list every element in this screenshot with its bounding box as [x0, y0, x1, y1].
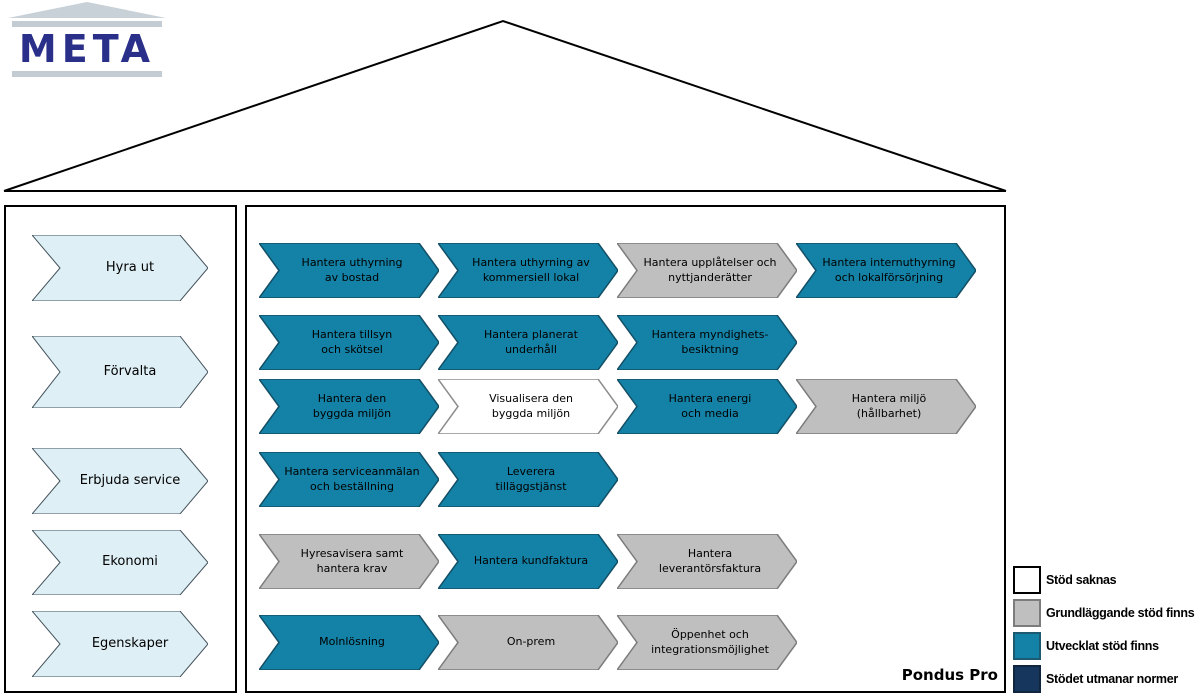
logo-text: META — [18, 27, 156, 71]
capability-chevron: Hantera internuthyrning och lokalförsörj… — [796, 243, 976, 298]
chevron-shape — [438, 615, 618, 670]
category-label: Förvalta — [103, 363, 157, 379]
capability-label: Leverera tilläggstjänst — [495, 465, 567, 493]
capability-label: Hantera planerat underhåll — [484, 328, 578, 356]
category-label: Egenskaper — [91, 635, 169, 651]
chevron-shape — [438, 534, 618, 589]
capability-chevron: Hantera myndighets- besiktning — [617, 315, 797, 370]
capability-label: Hyresavisera samt hantera krav — [300, 547, 404, 575]
capability-label: Hantera uthyrning av kommersiell lokal — [472, 256, 590, 284]
capability-chevron: Visualisera den byggda miljön — [438, 379, 618, 434]
capability-chevron: Hantera leverantörsfaktura — [617, 534, 797, 589]
capability-label: Hantera internuthyrning och lokalförsörj… — [822, 256, 956, 284]
legend-swatch-developed — [1013, 632, 1041, 660]
capability-chevron: Hantera uthyrning av kommersiell lokal — [438, 243, 618, 298]
category-chevron-forvalta: Förvalta — [32, 336, 208, 408]
chevron-shape — [617, 615, 797, 670]
chevron-shape — [259, 243, 439, 298]
legend-swatch-basic — [1013, 599, 1041, 627]
chevron-shape — [617, 315, 797, 370]
chevron-shape — [259, 615, 439, 670]
capability-chevron: Leverera tilläggstjänst — [438, 452, 618, 507]
capability-chevron: On-prem — [438, 615, 618, 670]
capability-label: On-prem — [506, 635, 556, 649]
chevron-shape — [796, 243, 976, 298]
chevron-shape — [617, 243, 797, 298]
capability-label: Hantera miljö (hållbarhet) — [851, 392, 927, 420]
chevron-shape — [32, 336, 208, 408]
chevron-shape — [259, 315, 439, 370]
chevron-shape — [617, 534, 797, 589]
chevron-shape — [796, 379, 976, 434]
category-label: Hyra ut — [105, 259, 155, 275]
capability-label: Hantera leverantörsfaktura — [658, 547, 762, 575]
logo-bar — [12, 71, 162, 77]
legend-label: Utvecklat stöd finns — [1046, 639, 1159, 653]
legend-label: Stödet utmanar normer — [1046, 672, 1178, 686]
category-chevron-erbjuda-service: Erbjuda service — [32, 448, 208, 514]
capability-label: Molnlösning — [319, 635, 385, 649]
capability-chevron: Hyresavisera samt hantera krav — [259, 534, 439, 589]
legend-label: Grundläggande stöd finns — [1046, 606, 1195, 620]
product-label: Pondus Pro — [901, 666, 998, 684]
meta-logo: META — [8, 2, 166, 80]
capability-chevron: Öppenhet och integrationsmöjlighet — [617, 615, 797, 670]
capability-chevron: Molnlösning — [259, 615, 439, 670]
logo-roof-icon — [8, 2, 166, 18]
category-label: Ekonomi — [102, 554, 158, 570]
category-chevron-egenskaper: Egenskaper — [32, 611, 208, 677]
chevron-shape — [259, 534, 439, 589]
chevron-shape — [32, 611, 208, 677]
capability-chevron: Hantera planerat underhåll — [438, 315, 618, 370]
capability-chevron: Hantera uthyrning av bostad — [259, 243, 439, 298]
chevron-shape — [32, 530, 208, 595]
capability-label: Öppenhet och integrationsmöjlighet — [651, 628, 769, 656]
chevron-shape — [617, 379, 797, 434]
chevron-shape — [438, 379, 618, 434]
chevron-shape — [438, 243, 618, 298]
capability-label: Hantera kundfaktura — [473, 554, 589, 568]
capability-label: Hantera upplåtelser och nyttjanderätter — [643, 256, 777, 284]
capability-chevron: Hantera miljö (hållbarhet) — [796, 379, 976, 434]
legend-swatch-challenging — [1013, 665, 1041, 693]
chevron-shape — [438, 452, 618, 507]
category-chevron-hyra-ut: Hyra ut — [32, 235, 208, 301]
chevron-shape — [438, 315, 618, 370]
capability-label: Hantera uthyrning av bostad — [301, 256, 403, 284]
capability-label: Hantera den byggda miljön — [312, 392, 392, 420]
capability-chevron: Hantera serviceanmälan och beställning — [259, 452, 439, 507]
capability-chevron: Hantera kundfaktura — [438, 534, 618, 589]
capability-label: Visualisera den byggda miljön — [489, 392, 573, 420]
chevron-shape — [32, 235, 208, 301]
capability-chevron: Hantera den byggda miljön — [259, 379, 439, 434]
capability-chevron: Hantera tillsyn och skötsel — [259, 315, 439, 370]
chevron-shape — [32, 448, 208, 514]
capability-label: Hantera energi och media — [668, 392, 752, 420]
legend-swatch-missing — [1013, 566, 1041, 594]
capability-label: Hantera serviceanmälan och beställning — [284, 465, 420, 493]
capability-chevron: Hantera upplåtelser och nyttjanderätter — [617, 243, 797, 298]
chevron-shape — [259, 379, 439, 434]
chevron-shape — [259, 452, 439, 507]
category-chevron-ekonomi: Ekonomi — [32, 530, 208, 595]
legend-label: Stöd saknas — [1046, 573, 1117, 587]
category-label: Erbjuda service — [79, 472, 181, 488]
capability-label: Hantera myndighets- besiktning — [651, 328, 769, 356]
capability-chevron: Hantera energi och media — [617, 379, 797, 434]
capability-label: Hantera tillsyn och skötsel — [311, 328, 393, 356]
